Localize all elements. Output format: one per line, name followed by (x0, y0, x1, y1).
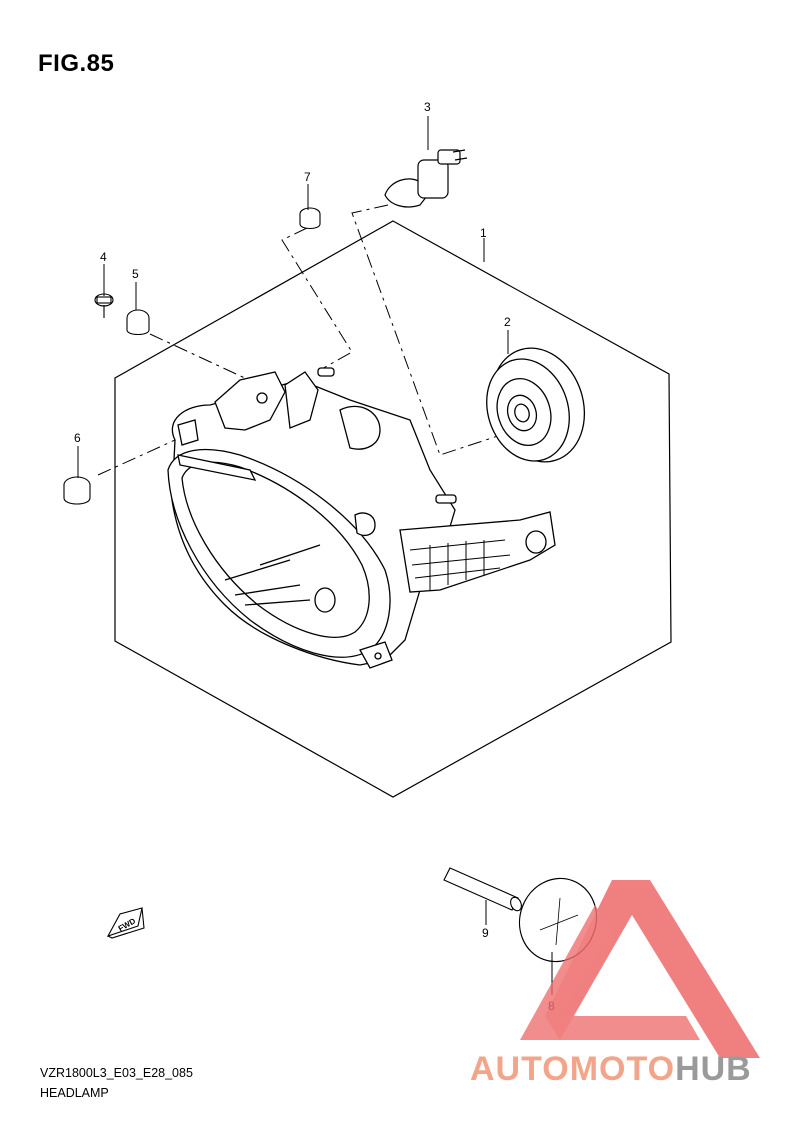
assembly-boundary (114, 220, 672, 798)
watermark-part-1: AUTOMOTO (470, 1050, 675, 1088)
part-2-socket-cover (486, 347, 586, 463)
callout-7: 7 (304, 170, 311, 184)
leader-lines (97, 204, 511, 476)
part-4-screw (94, 293, 114, 318)
watermark-logo-icon (520, 880, 760, 1058)
callout-4: 4 (100, 250, 107, 264)
part-5-grommet (126, 309, 150, 336)
callout-1: 1 (480, 226, 487, 240)
headlamp-housing (167, 367, 556, 669)
section-name: HEADLAMP (40, 1086, 109, 1100)
part-6-grommet (63, 476, 91, 505)
part-9-bolt (443, 867, 522, 912)
callout-3: 3 (424, 100, 431, 114)
part-3-bulb (384, 149, 468, 208)
callout-5: 5 (132, 267, 139, 281)
model-code: VZR1800L3_E03_E28_085 (40, 1066, 193, 1080)
watermark-text: AUTOMOTOHUB (470, 1050, 752, 1088)
callout-leaders (77, 116, 553, 995)
figure-title: FIG.85 (38, 50, 115, 77)
watermark-part-2: HUB (675, 1050, 752, 1088)
fwd-arrow-icon: FWD (106, 907, 145, 939)
callout-9: 9 (482, 926, 489, 940)
callout-2: 2 (504, 315, 511, 329)
callout-6: 6 (74, 431, 81, 445)
part-7-clip (299, 207, 321, 230)
